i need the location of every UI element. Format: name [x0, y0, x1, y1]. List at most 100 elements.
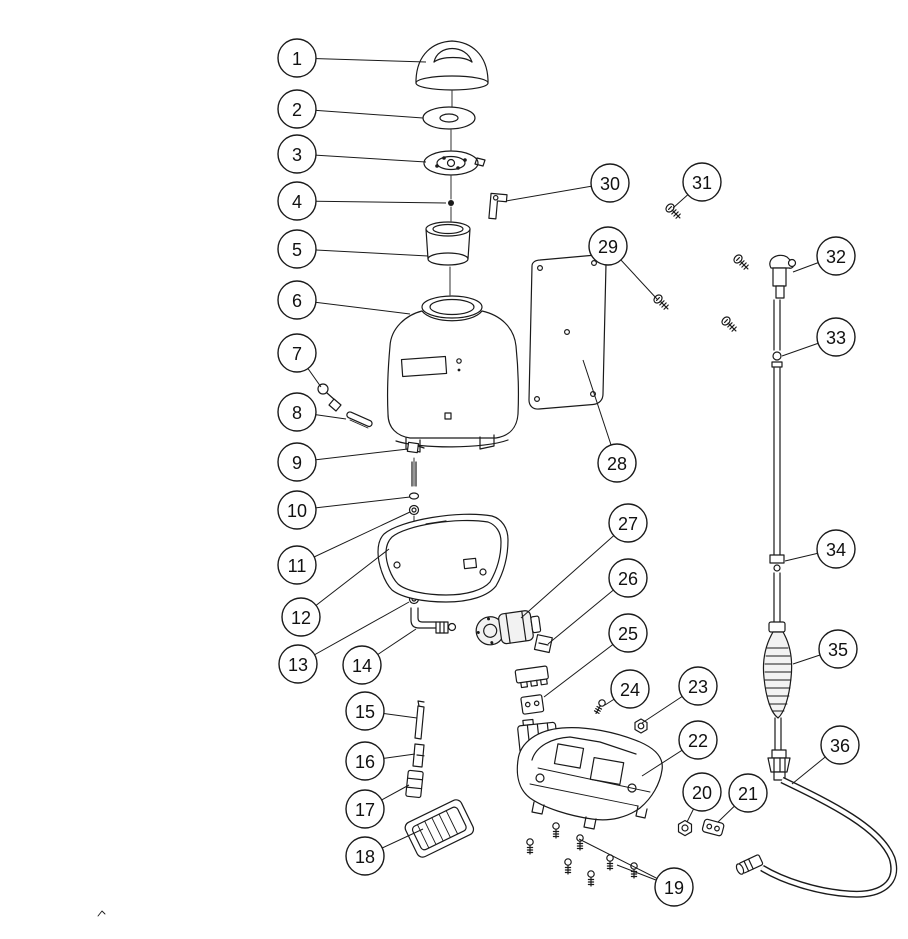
- callout-number-31: 31: [692, 173, 712, 193]
- callout-circle-15: [345, 691, 385, 731]
- part-hex-nut-lower: [677, 819, 693, 837]
- part-wand-coupler: [769, 554, 785, 572]
- part-wand-tube: [773, 299, 781, 623]
- diagram-canvas: 1234567891011121314151617181920212223242…: [97, 38, 898, 917]
- part-pump-assembly: [475, 610, 542, 646]
- callout-number-7: 7: [292, 344, 302, 364]
- leader-line-3: [296, 153, 427, 163]
- part-pin: [346, 411, 373, 429]
- leader-line-27: [520, 522, 629, 619]
- callout-circle-11: [277, 545, 317, 585]
- callout-circle-23: [678, 666, 718, 706]
- callout-number-18: 18: [355, 847, 375, 867]
- callout-number-35: 35: [828, 640, 848, 660]
- callout-number-2: 2: [292, 100, 302, 120]
- part-filter-basket: [425, 221, 471, 266]
- callout-number-1: 1: [292, 49, 302, 69]
- callout-number-29: 29: [598, 237, 618, 257]
- callout-number-28: 28: [607, 454, 627, 474]
- callout-number-16: 16: [355, 752, 375, 772]
- part-cap-gasket: [422, 106, 476, 130]
- callout-circle-17: [345, 789, 385, 829]
- callout-circle-14: [342, 645, 382, 685]
- callout-circle-30: [590, 163, 630, 203]
- callout-circle-33: [816, 317, 856, 357]
- part-lid-disc: [423, 150, 486, 176]
- callout-circle-24: [610, 669, 650, 709]
- callout-number-8: 8: [292, 403, 302, 423]
- callout-circle-25: [608, 613, 648, 653]
- callout-number-26: 26: [618, 569, 638, 589]
- callout-number-21: 21: [738, 784, 758, 804]
- leader-line-11: [296, 511, 411, 566]
- callout-circle-19: [654, 867, 694, 907]
- part-base-plate: [404, 799, 475, 858]
- leader-line-4: [296, 200, 447, 204]
- part-gasket-plate: [533, 634, 553, 654]
- callout-number-3: 3: [292, 145, 302, 165]
- callout-circle-22: [678, 720, 718, 760]
- part-hose-connector: [767, 749, 791, 781]
- part-small-screw: [592, 698, 607, 716]
- callout-circle-20: [682, 772, 722, 812]
- callout-number-30: 30: [600, 174, 620, 194]
- callout-circle-26: [608, 558, 648, 598]
- part-nozzle-fitting: [317, 383, 342, 412]
- leader-line-2: [296, 108, 424, 119]
- callout-number-33: 33: [826, 328, 846, 348]
- part-bracket: [488, 192, 508, 220]
- callout-circle-35: [818, 629, 858, 669]
- callout-circle-1: [277, 38, 317, 78]
- callout-circle-36: [820, 725, 860, 765]
- part-grip-handle: [762, 621, 793, 719]
- part-small-washer: [448, 200, 454, 206]
- callout-number-32: 32: [826, 247, 846, 267]
- leader-line-1: [296, 57, 427, 63]
- part-chassis: [516, 727, 663, 830]
- stray-mark: [97, 910, 106, 917]
- part-trigger-valve: [769, 254, 797, 299]
- callout-number-23: 23: [688, 677, 708, 697]
- callout-circle-34: [816, 529, 856, 569]
- part-wand-ball: [771, 351, 783, 368]
- callout-circle-5: [277, 229, 317, 269]
- callout-number-27: 27: [618, 514, 638, 534]
- callout-number-14: 14: [352, 656, 372, 676]
- callout-circle-32: [816, 236, 856, 276]
- part-machine-screws: [651, 201, 752, 335]
- callout-number-13: 13: [288, 655, 308, 675]
- part-lower-tube: [774, 717, 782, 751]
- callout-circle-8: [277, 392, 317, 432]
- callout-circle-29: [588, 226, 628, 266]
- callout-number-12: 12: [291, 608, 311, 628]
- part-back-panel: [528, 254, 607, 410]
- callout-number-36: 36: [830, 736, 850, 756]
- part-strip-lower: [412, 743, 425, 768]
- callout-circle-16: [345, 741, 385, 781]
- callout-circle-9: [277, 442, 317, 482]
- part-bottom-screws: [526, 822, 638, 887]
- callout-number-9: 9: [292, 453, 302, 473]
- callout-circle-7: [277, 333, 317, 373]
- leader-line-5: [296, 248, 429, 257]
- part-connector: [514, 665, 549, 689]
- part-clip: [701, 818, 725, 837]
- part-tank: [387, 295, 519, 453]
- callout-circle-27: [608, 503, 648, 543]
- part-tank-cap: [415, 40, 489, 91]
- part-mid-housing: [377, 513, 509, 603]
- callout-number-10: 10: [287, 501, 307, 521]
- leader-line-13: [297, 601, 410, 665]
- callout-circle-13: [278, 644, 318, 684]
- callout-number-5: 5: [292, 240, 302, 260]
- callout-number-19: 19: [664, 878, 684, 898]
- callout-number-34: 34: [826, 540, 846, 560]
- part-holder-block: [405, 769, 424, 799]
- callout-number-15: 15: [355, 702, 375, 722]
- callout-circle-2: [277, 89, 317, 129]
- callout-number-6: 6: [292, 291, 302, 311]
- part-strip-upper: [414, 700, 425, 740]
- callout-circle-12: [281, 597, 321, 637]
- callout-circle-10: [277, 490, 317, 530]
